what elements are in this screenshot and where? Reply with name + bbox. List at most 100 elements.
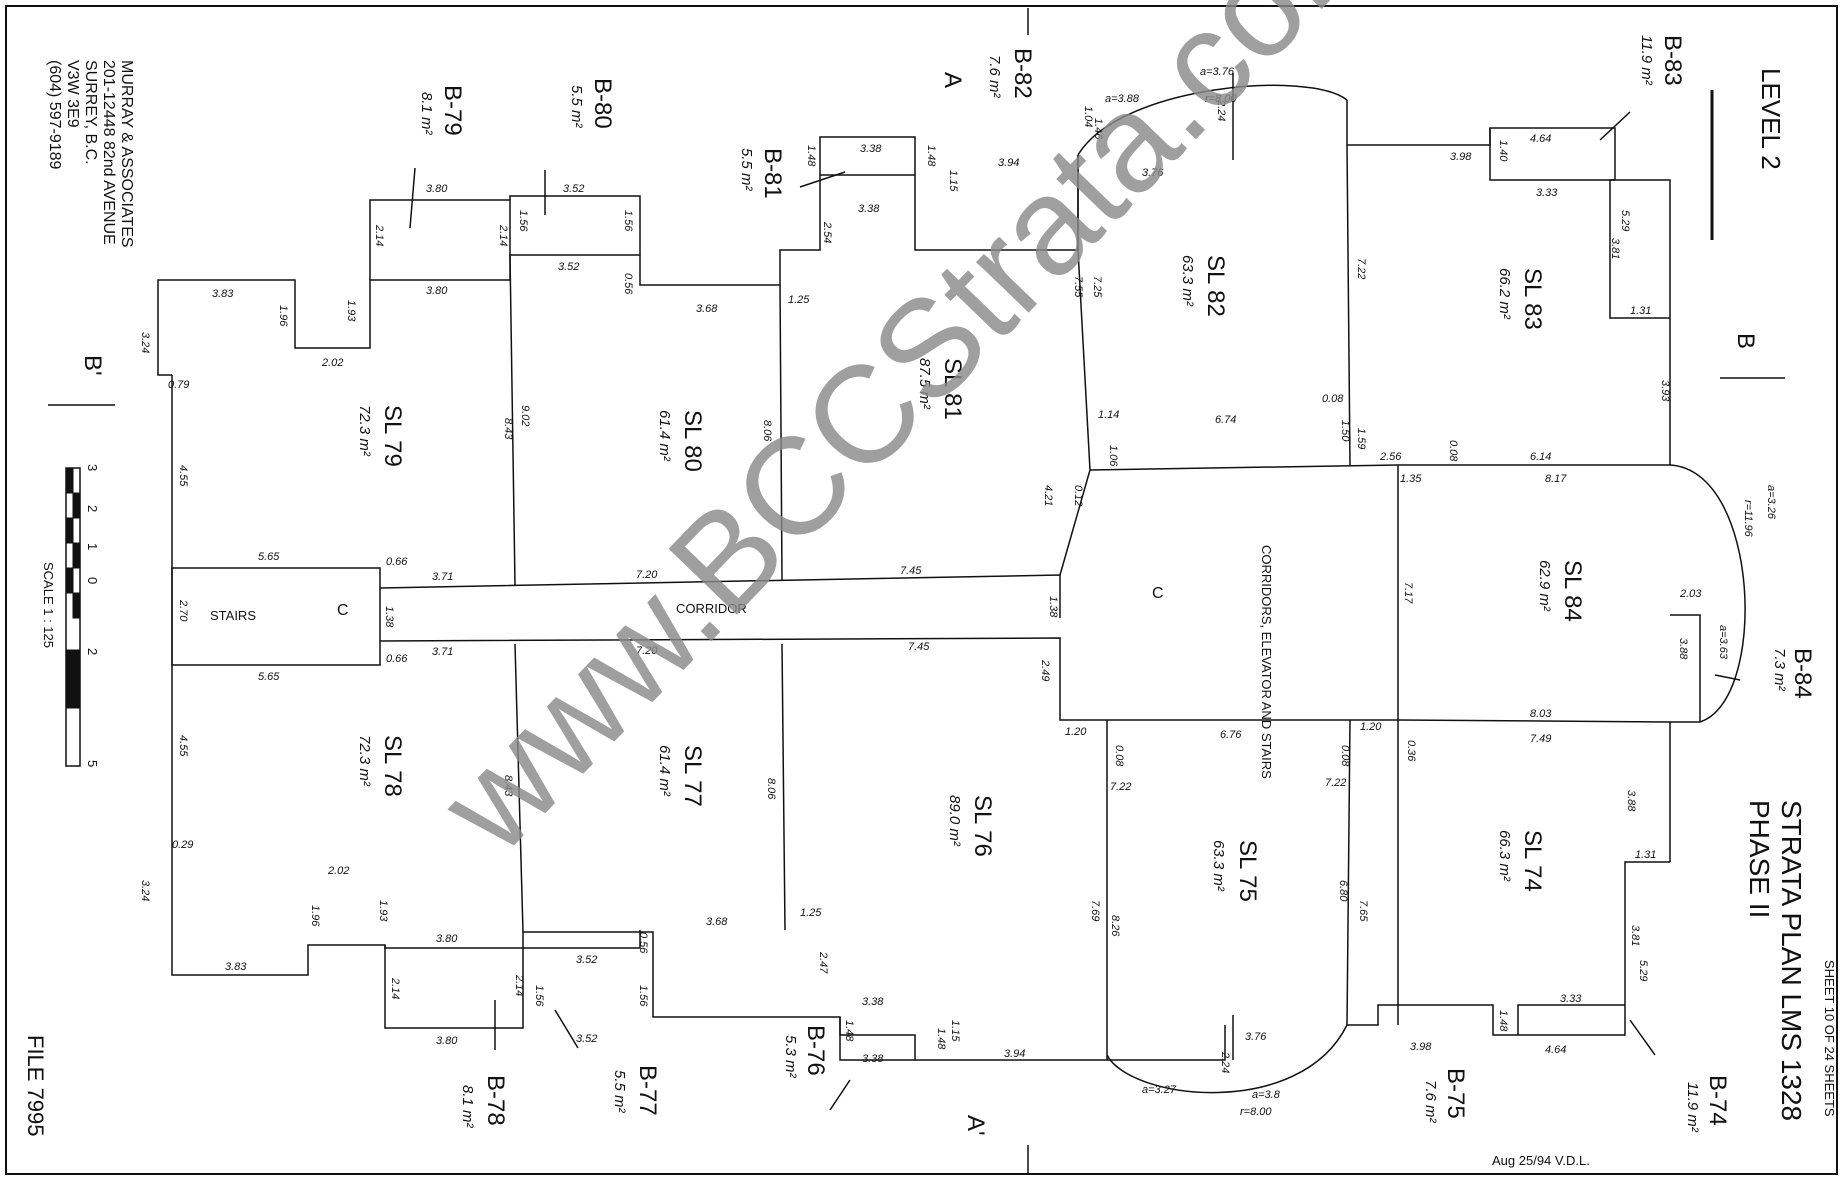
surveyor-line: SURREY, B.C. xyxy=(82,60,99,165)
lot-id-80: SL 80 xyxy=(679,410,706,472)
bay-id-78: B-78 xyxy=(482,1075,509,1126)
dimension: 4.21 xyxy=(1042,485,1054,506)
dimension: 7.65 xyxy=(1357,900,1369,922)
signature: Aug 25/94 V.D.L. xyxy=(1492,1153,1590,1168)
dimension: 8.26 xyxy=(1109,915,1121,937)
lot-id-77: SL 77 xyxy=(679,745,706,807)
surveyor-line: 201-12448 82nd AVENUE xyxy=(100,60,117,245)
dimension: 2.56 xyxy=(1379,451,1402,463)
core-label: CORRIDORS, ELEVATOR AND STAIRS xyxy=(1259,545,1274,779)
dimension: 1.31 xyxy=(1630,305,1651,317)
stairs-label: STAIRS xyxy=(210,608,256,623)
dimension: 5.29 xyxy=(1637,960,1649,981)
file-number: FILE 7995 xyxy=(23,1035,48,1137)
dimension: 1.35 xyxy=(1400,473,1422,485)
dimension: 3.88 xyxy=(1625,790,1637,812)
dimension: 3.76 xyxy=(1142,167,1164,179)
dimension: 2.03 xyxy=(1679,588,1702,600)
dimension: 7.22 xyxy=(1325,777,1346,789)
dimension: 4.64 xyxy=(1530,133,1551,145)
section-mark-b: B xyxy=(1732,333,1759,349)
dimension: 7.69 xyxy=(1089,900,1101,921)
dimension: 6.80 xyxy=(1337,880,1349,902)
dimension: 3.94 xyxy=(998,157,1019,169)
dimension: 3.71 xyxy=(432,646,453,658)
dimension: 1.31 xyxy=(1635,849,1656,861)
dimension: 0.08 xyxy=(1322,393,1344,405)
plan-phase: PHASE II xyxy=(1744,800,1775,918)
dimension: 7.49 xyxy=(1530,733,1551,745)
lot-area-80: 61.4 m² xyxy=(656,410,673,462)
dimension: a=3.88 xyxy=(1105,93,1140,105)
dimension: a=3.27 xyxy=(1142,1084,1177,1096)
bay-id-77: B-77 xyxy=(634,1065,661,1116)
common-property-labels: STAIRS CORRIDOR CORRIDORS, ELEVATOR AND … xyxy=(210,545,1274,779)
dimension: 1.96 xyxy=(309,905,321,927)
lot-area-84: 62.9 m² xyxy=(1536,560,1553,612)
dimension: 3.33 xyxy=(1536,187,1558,199)
dimension: 1.25 xyxy=(800,907,822,919)
bay-area-78: 8.1 m² xyxy=(459,1085,476,1129)
dimension: r=8.00 xyxy=(1205,93,1237,105)
dimension-labels: 3.83 1.96 1.93 3.80 3.80 2.14 2.14 2.02 … xyxy=(139,66,1777,1118)
dimension: 0.56 xyxy=(637,932,649,954)
dimension: 3.93 xyxy=(1659,380,1671,402)
dimension: 1.48 xyxy=(805,145,817,167)
surveyor-line: (604) 597-9189 xyxy=(46,60,63,170)
dimension: 7.20 xyxy=(636,569,658,581)
lot-id-78: SL 78 xyxy=(379,735,406,797)
dimension: 3.52 xyxy=(563,183,584,195)
dimension: 0.08 xyxy=(1113,745,1125,767)
dimension: 3.52 xyxy=(558,261,579,273)
dimension: 3.98 xyxy=(1450,151,1472,163)
dimension: 7.22 xyxy=(1110,781,1131,793)
dimension: 1.20 xyxy=(1065,726,1087,738)
dimension: 2.14 xyxy=(373,224,385,246)
sheet-border xyxy=(5,5,1838,1175)
dimension: 1.50 xyxy=(1339,420,1351,442)
dimension: 7.45 xyxy=(908,641,930,653)
level-title: LEVEL 2 xyxy=(1756,68,1786,170)
sheet-number: SHEET 10 OF 24 SHEETS xyxy=(1822,960,1837,1117)
dimension: 1.38 xyxy=(383,606,395,628)
lot-id-83: SL 83 xyxy=(1519,268,1546,330)
dimension: 8.43 xyxy=(502,418,514,440)
dimension: 1.25 xyxy=(788,294,810,306)
bay-area-82: 7.6 m² xyxy=(986,55,1003,99)
dimension: 3.88 xyxy=(1677,638,1689,660)
dimension: 3.38 xyxy=(862,1053,884,1065)
dimension: 1.59 xyxy=(1355,428,1367,449)
dimension: 2.70 xyxy=(177,599,189,622)
dimension: 3.38 xyxy=(862,996,884,1008)
dimension: 3.24 xyxy=(139,332,151,353)
dimension: 8.17 xyxy=(1545,473,1567,485)
dimension: 5.65 xyxy=(258,671,280,683)
dimension: 8.03 xyxy=(1530,708,1552,720)
dimension: 1.04 xyxy=(1082,106,1094,127)
lot-id-75: SL 75 xyxy=(1234,840,1261,902)
dimension: 1.93 xyxy=(345,300,357,322)
dimension: 7.45 xyxy=(900,565,922,577)
scale-tick: 2 xyxy=(85,505,100,512)
dimension: 2.14 xyxy=(389,977,401,999)
lot-id-76: SL 76 xyxy=(969,795,996,857)
scale-tick: 0 xyxy=(85,577,100,584)
plan-title: STRATA PLAN LMS 1328 xyxy=(1776,800,1807,1121)
dimension: 2.54 xyxy=(821,221,833,243)
dimension: 6.76 xyxy=(1220,729,1242,741)
dimension: a=3.63 xyxy=(1717,625,1729,660)
scale-tick: 3 xyxy=(85,464,100,471)
dimension: 0.08 xyxy=(1447,440,1459,462)
dimension: r=11.96 xyxy=(1742,500,1754,538)
dimension: 8.43 xyxy=(502,775,514,797)
dimension: a=3.26 xyxy=(1765,485,1777,520)
dimension: 1.56 xyxy=(637,985,649,1007)
dimension: 3.80 xyxy=(426,183,448,195)
dimension: 1.40 xyxy=(1497,140,1509,162)
bay-area-80: 5.5 m² xyxy=(568,85,585,129)
dimension: 4.55 xyxy=(177,735,189,757)
dimension: 9.02 xyxy=(519,405,531,426)
dimension: 1.38 xyxy=(1047,596,1059,618)
surveyor-block: MURRAY & ASSOCIATES 201-12448 82nd AVENU… xyxy=(46,60,135,248)
